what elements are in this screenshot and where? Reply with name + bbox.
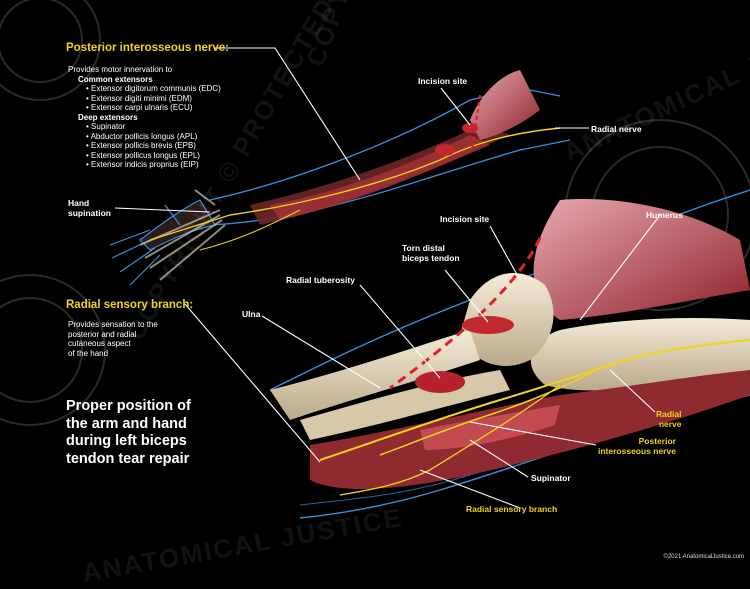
pin-group1-item: Extensor digitorum communis (EDC) (68, 84, 221, 94)
bottom-arm-sensory-branch (339, 384, 561, 496)
anatomy-illustration (0, 0, 750, 519)
pin-group2-item: Extensor indicis proprius (EIP) (68, 160, 221, 170)
leader-rsb-box (184, 303, 321, 463)
leader-torn-tendon (444, 269, 489, 323)
pin-group1-item: Extensor digiti minimi (EDM) (68, 94, 221, 104)
leader-incision-bottom (489, 225, 521, 281)
seal-watermark-3 (0, 274, 106, 426)
upper-arm-illustration (109, 70, 571, 286)
label-supinator: Supinator (531, 473, 571, 483)
top-arm-hand (109, 199, 216, 286)
top-arm-torn-tendon (435, 123, 478, 156)
leader-radial-tuberosity (359, 284, 441, 379)
label-humerus: Humerus (646, 210, 683, 220)
figure-caption: Proper position of the arm and hand duri… (66, 398, 191, 467)
top-arm-skin-outline (209, 87, 571, 226)
leader-lines (114, 47, 661, 509)
label-radial-sensory-branch-bottom: Radial sensory branch (466, 504, 558, 514)
label-incision-site-bottom: Incision site (440, 214, 490, 224)
bottom-arm-radial-nerve (319, 339, 750, 461)
pin-box-intro: Provides motor innervation to (68, 65, 173, 74)
pin-group2-item: Supinator (68, 122, 221, 132)
leader-humerus (579, 214, 661, 321)
label-radial-nerve-top: Radial nerve (591, 124, 642, 134)
rsb-box-text: Provides sensation to the posterior and … (68, 320, 158, 358)
lower-arm-illustration (269, 189, 750, 519)
top-arm-hand-bones (139, 189, 226, 281)
pin-group2-item: Extensor pollicus longus (EPL) (68, 151, 221, 161)
seal-watermark-1 (0, 0, 101, 101)
leader-supinator (469, 439, 529, 478)
top-arm-incision (471, 94, 481, 151)
leader-pin (214, 47, 361, 181)
pin-group1-item: Extensor carpi ulnaris (ECU) (68, 103, 221, 113)
rsb-box-title: Radial sensory branch: (66, 299, 194, 311)
leader-sensory-bottom (419, 469, 521, 509)
pin-box-body: Provides motor innervation to Common ext… (68, 65, 221, 170)
top-arm-nerve-branch (199, 209, 301, 251)
bottom-arm-torn-tendon (462, 316, 514, 334)
top-arm-nerve (149, 127, 561, 241)
pin-group2-title: Deep extensors (78, 112, 138, 122)
label-radial-tuberosity: Radial tuberosity (286, 275, 355, 285)
pin-group2-item: Abductor pollicis longus (APL) (68, 132, 221, 142)
leader-pin-bottom (469, 421, 597, 446)
bottom-arm-pin-branch (379, 367, 601, 456)
copyright-notice: ©2021 AnatomicalJustice.com (663, 554, 744, 560)
top-arm-forearm-muscle (270, 135, 490, 220)
leader-radial-nerve-bottom (609, 369, 656, 413)
label-radial-nerve-bottom: Radial nerve (656, 409, 682, 429)
bottom-arm-tuberosity-footprint (415, 371, 465, 393)
bottom-arm-incision (389, 237, 542, 390)
label-hand-supination: Hand supination (68, 198, 111, 218)
leader-ulna (261, 315, 381, 389)
label-posterior-interosseous-nerve-bottom: Posterior interosseous nerve (598, 436, 676, 456)
pin-group1-title: Common extensors (78, 74, 153, 84)
leader-incision-top (440, 87, 471, 126)
label-torn-distal-biceps-tendon: Torn distal biceps tendon (402, 243, 460, 263)
label-ulna: Ulna (242, 309, 261, 319)
pin-group2-item: Extensor pollicis brevis (EPB) (68, 141, 221, 151)
bottom-arm-biceps (533, 199, 750, 320)
leader-hand-supination (114, 207, 211, 213)
pin-box-title: Posterior interosseous nerve: (66, 42, 229, 54)
bottom-arm-supinator (420, 405, 560, 450)
top-arm-biceps (470, 70, 540, 140)
bottom-arm-radius-ulna (270, 330, 480, 420)
label-incision-site-top: Incision site (418, 76, 468, 86)
